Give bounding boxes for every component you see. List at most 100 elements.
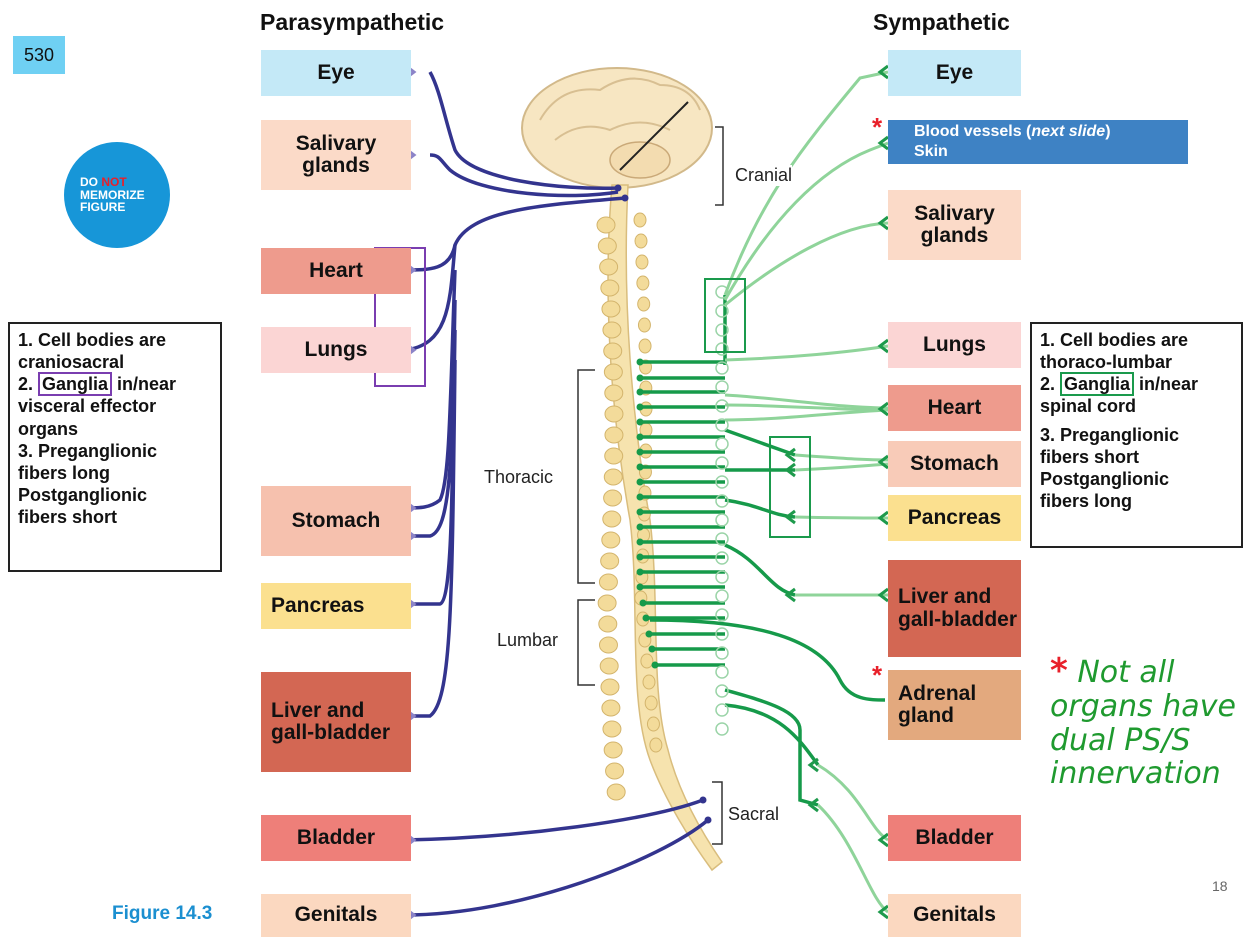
vertebra [598, 238, 616, 254]
vertebra [643, 675, 655, 689]
do-not-memorize-badge: DO NOT MEMORIZE FIGURE [64, 142, 170, 248]
sym-organ-bladder: Bladder [888, 815, 1021, 861]
left-note-ganglia-highlight: Ganglia [38, 372, 112, 396]
sympathetic-note: 1. Cell bodies are thoraco-lumbar 2. Gan… [1030, 322, 1243, 548]
left-note-line: Postganglionic [18, 484, 212, 506]
right-note-line: spinal cord [1040, 395, 1233, 417]
vertebra [601, 280, 619, 296]
vertebra [602, 532, 620, 548]
left-note-num: 2. [18, 374, 38, 394]
blood-vessels-star: * [872, 112, 882, 143]
vertebra [604, 343, 622, 359]
sympathetic-ganglion-chevron [880, 456, 888, 468]
sym-organ-salivary: Salivary glands [888, 190, 1021, 260]
chain-ganglion [716, 666, 728, 678]
para-organ-liver: Liver and gall-bladder [261, 672, 411, 772]
left-note-line: organs [18, 418, 212, 440]
sympathetic-postganglionic-fibers [725, 72, 888, 912]
right-note-text: in/near [1134, 374, 1198, 394]
region-thoracic: Thoracic [484, 467, 553, 488]
para-organ-genitals: Genitals [261, 894, 411, 937]
preganglionic-fiber [650, 620, 885, 700]
figure-label: Figure 14.3 [112, 903, 212, 925]
sympathetic-ganglia-chevrons [787, 66, 888, 918]
preganglionic-fiber [725, 705, 818, 765]
handwritten-line: dual PS/S [1050, 724, 1247, 758]
vertebra [604, 742, 622, 758]
sym-organ-stomach: Stomach [888, 441, 1021, 487]
vertebra [604, 469, 622, 485]
right-note-num: 2. [1040, 374, 1060, 394]
vertebra [647, 717, 659, 731]
vertebra [603, 322, 621, 338]
para-organ-bladder: Bladder [261, 815, 411, 861]
handwritten-line: Not all [1077, 655, 1174, 690]
left-note-text: in/near [112, 374, 176, 394]
left-note-line: 3. Preganglionic [18, 440, 212, 462]
vertebra [605, 406, 623, 422]
vertebra [602, 301, 620, 317]
vertebra [603, 511, 621, 527]
vertebra [635, 234, 647, 248]
para-organ-stomach: Stomach [261, 486, 411, 556]
left-note-line: fibers long [18, 462, 212, 484]
para-organ-eye: Eye [261, 50, 411, 96]
vertebra [597, 217, 615, 233]
blood-vessels-label-italic: next slide [1031, 123, 1105, 140]
vertebra [601, 553, 619, 569]
blood-vessels-label-b: ) [1105, 123, 1110, 140]
blood-vessels-label-a: Blood vessels ( [914, 123, 1031, 140]
parasympathetic-note: 1. Cell bodies are craniosacral 2. Gangl… [8, 322, 222, 572]
chain-ganglion [716, 362, 728, 374]
region-cranial: Cranial [735, 165, 792, 186]
right-note-line: thoraco-lumbar [1040, 351, 1233, 373]
vertebra [601, 679, 619, 695]
vertebra [638, 318, 650, 332]
sym-organ-blood-vessels-skin: Blood vessels (next slide) Skin [888, 120, 1188, 164]
vertebra [638, 297, 650, 311]
vertebra [599, 574, 617, 590]
vertebra [602, 700, 620, 716]
brain-illustration [522, 68, 712, 188]
vertebra [603, 721, 621, 737]
vertebra [604, 490, 622, 506]
sympathetic-preganglionic-fibers [637, 295, 886, 805]
para-organ-heart: Heart [261, 248, 411, 294]
handwritten-line: organs have [1050, 690, 1247, 724]
right-note-line: 1. Cell bodies are [1040, 329, 1233, 351]
handwritten-star: * [1050, 651, 1068, 691]
left-note-line: craniosacral [18, 351, 212, 373]
sym-organ-pancreas: Pancreas [888, 495, 1021, 541]
sym-organ-adrenal: Adrenal gland [888, 670, 1021, 740]
right-note-line: Postganglionic [1040, 468, 1233, 490]
region-lumbar: Lumbar [497, 630, 558, 651]
chain-ganglion [716, 514, 728, 526]
vertebra [645, 696, 657, 710]
left-note-line: visceral effector [18, 395, 212, 417]
left-note-line: fibers short [18, 506, 212, 528]
vertebra [599, 616, 617, 632]
vertebra [605, 448, 623, 464]
vertebra [607, 784, 625, 800]
chain-ganglion [716, 438, 728, 450]
chain-ganglion [716, 704, 728, 716]
preganglionic-fiber [725, 430, 795, 455]
vertebra [600, 658, 618, 674]
page-number: 18 [1212, 878, 1228, 894]
vertebra [637, 276, 649, 290]
vertebra [604, 364, 622, 380]
sym-organ-eye: Eye [888, 50, 1021, 96]
chain-ganglion [716, 723, 728, 735]
badge-figure: FIGURE [80, 201, 170, 214]
handwritten-note: * Not all organs have dual PS/S innervat… [1050, 652, 1247, 791]
preganglionic-fiber [725, 500, 795, 517]
right-note-line: 3. Preganglionic [1040, 424, 1233, 446]
vertebra [636, 255, 648, 269]
badge-do: DO [80, 175, 98, 189]
para-organ-salivary: Salivary glands [261, 120, 411, 190]
sym-organ-heart: Heart [888, 385, 1021, 431]
vertebra [639, 339, 651, 353]
right-note-ganglia-highlight: Ganglia [1060, 372, 1134, 396]
vertebra [634, 213, 646, 227]
para-organ-pancreas: Pancreas [261, 583, 411, 629]
